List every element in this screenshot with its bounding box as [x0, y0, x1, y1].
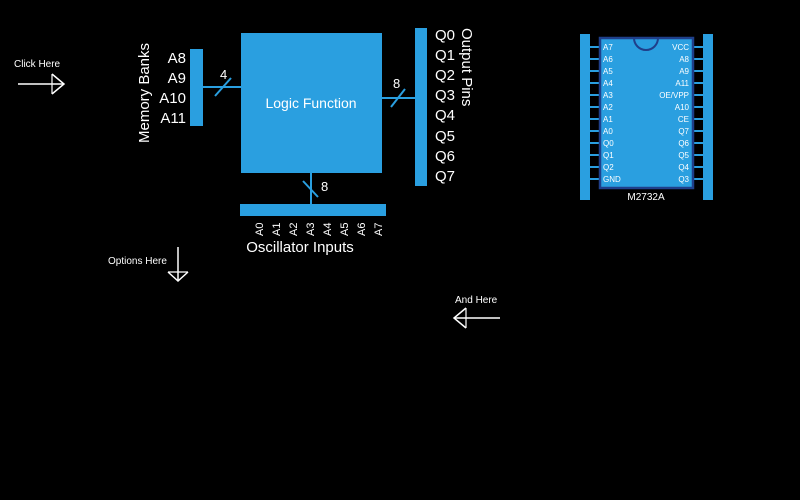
- chip-right-pin-label: A11: [675, 79, 689, 88]
- chip-right-pin-label: A8: [679, 55, 689, 64]
- click-here-arrow-head-icon: [51, 73, 66, 95]
- chip-right-pin-label: OE/VPP: [659, 91, 689, 100]
- oscillator-pin: A0: [254, 223, 266, 236]
- memory-bank-pin: A11: [160, 110, 186, 127]
- output-pin: Q5: [435, 128, 455, 145]
- and-here-arrow-head-icon: [452, 307, 467, 329]
- oscillator-pin: A4: [322, 223, 334, 236]
- memory-banks-group: Memory Banks A8 A9 A10 A11 4: [136, 43, 241, 143]
- chip-right-pin-label: Q5: [678, 151, 689, 160]
- options-here-arrow-head-icon: [167, 271, 189, 283]
- oscillator-bus-bar[interactable]: [240, 204, 386, 216]
- output-pin: Q2: [435, 67, 455, 84]
- chip-right-pin-label: VCC: [672, 43, 689, 52]
- oscillator-pin: A1: [271, 223, 283, 236]
- chip-left-pin-rail: [580, 34, 590, 200]
- click-here-hint[interactable]: Click Here: [14, 59, 66, 95]
- chip-left-pin-label: Q1: [603, 151, 614, 160]
- output-pin: Q7: [435, 168, 455, 185]
- chip-right-pin-label: CE: [678, 115, 689, 124]
- memory-bank-pin: A9: [168, 70, 186, 87]
- chip-right-pin-rail: [703, 34, 713, 200]
- oscillator-inputs-group: 8 A0 A1 A2 A3 A4 A5 A6 A7 Oscillator Inp…: [240, 173, 386, 256]
- output-pin: Q1: [435, 47, 455, 64]
- output-pins-title: Output Pins: [458, 28, 475, 106]
- chip-body[interactable]: [598, 36, 695, 190]
- memory-bank-pin: A8: [168, 50, 186, 67]
- options-here-hint[interactable]: Options Here: [108, 247, 189, 283]
- chip-m2732a[interactable]: A7 A6 A5 A4 A3 A2 A1 A0 Q0 Q1 Q2 GND VCC…: [580, 34, 713, 203]
- output-pin: Q0: [435, 27, 455, 44]
- oscillator-pin: A3: [305, 223, 317, 236]
- chip-right-pin-label: Q6: [678, 139, 689, 148]
- chip-left-pin-label: A5: [603, 67, 613, 76]
- chip-right-pin-label: A10: [675, 103, 690, 112]
- chip-left-pin-label: A7: [603, 43, 613, 52]
- memory-banks-bus-width: 4: [220, 67, 227, 82]
- and-here-label: And Here: [455, 295, 498, 306]
- chip-left-pin-label: A3: [603, 91, 613, 100]
- output-bus-width: 8: [393, 76, 400, 91]
- chip-part-number: M2732A: [627, 192, 665, 203]
- oscillator-inputs-title: Oscillator Inputs: [246, 239, 354, 256]
- logic-function-label: Logic Function: [265, 95, 356, 111]
- output-pins-group: 8 Q0 Q1 Q2 Q3 Q4 Q5 Q6 Q7 Output Pins: [382, 27, 475, 186]
- output-bus-slash: [390, 88, 406, 108]
- output-bus-bar[interactable]: [415, 28, 427, 186]
- chip-right-pin-label: Q7: [678, 127, 689, 136]
- chip-left-pin-label: GND: [603, 175, 621, 184]
- oscillator-bus-slash: [302, 180, 319, 198]
- chip-left-pin-label: A4: [603, 79, 613, 88]
- chip-notch-icon: [633, 37, 659, 51]
- memory-banks-title: Memory Banks: [136, 43, 153, 143]
- chip-left-pin-label: A6: [603, 55, 613, 64]
- output-pin: Q3: [435, 87, 455, 104]
- and-here-hint[interactable]: And Here: [452, 295, 500, 329]
- oscillator-pin: A2: [288, 223, 300, 236]
- output-pin: Q6: [435, 148, 455, 165]
- oscillator-pin: A5: [339, 223, 351, 236]
- oscillator-pin: A6: [356, 223, 368, 236]
- logic-function-block[interactable]: Logic Function: [241, 33, 382, 173]
- output-pin: Q4: [435, 107, 455, 124]
- chip-left-pin-label: A2: [603, 103, 613, 112]
- memory-banks-bus-slash: [214, 77, 232, 97]
- memory-bank-pin: A10: [159, 90, 186, 107]
- options-here-label: Options Here: [108, 256, 167, 267]
- chip-left-pin-label: Q2: [603, 163, 614, 172]
- chip-left-pin-label: A0: [603, 127, 613, 136]
- logic-function-box[interactable]: [241, 33, 382, 173]
- oscillator-bus-width: 8: [321, 179, 328, 194]
- chip-right-pin-label: Q4: [678, 163, 689, 172]
- chip-pin-stubs: [590, 46, 703, 180]
- click-here-label: Click Here: [14, 59, 61, 70]
- oscillator-pin: A7: [373, 223, 385, 236]
- chip-right-pin-label: A9: [679, 67, 689, 76]
- chip-left-pin-label: Q0: [603, 139, 614, 148]
- chip-left-pin-label: A1: [603, 115, 613, 124]
- memory-banks-bus-bar[interactable]: [190, 49, 203, 126]
- chip-right-pin-label: Q3: [678, 175, 689, 184]
